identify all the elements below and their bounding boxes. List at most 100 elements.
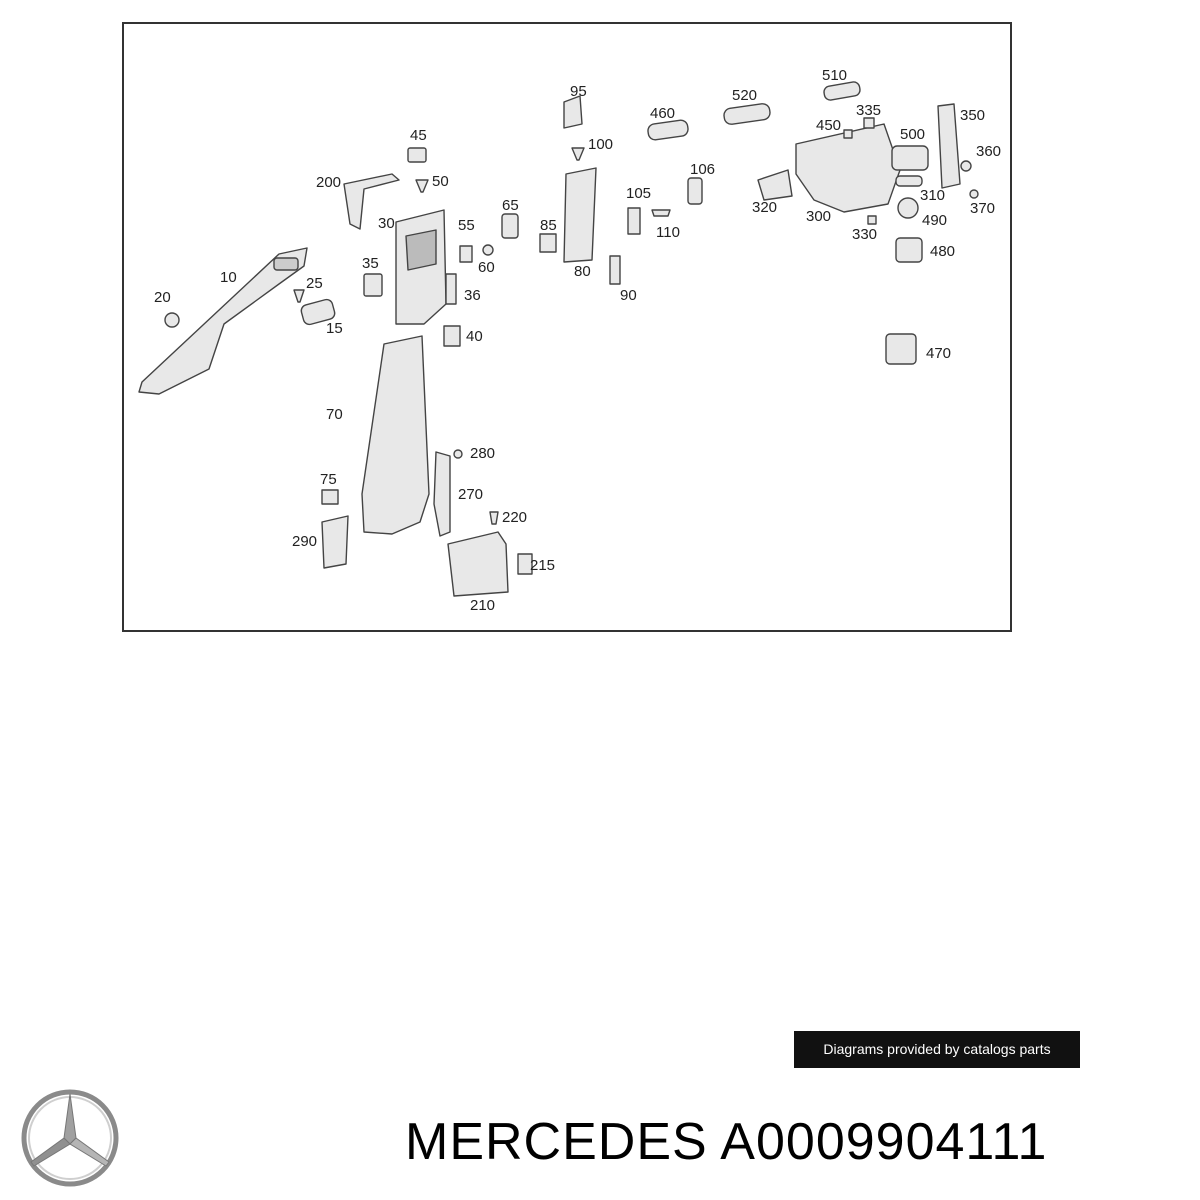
callout-15: 15 — [326, 320, 343, 337]
part-520-frame — [723, 103, 771, 125]
part-500-frame — [891, 145, 929, 171]
part-60-screw — [482, 244, 494, 256]
callout-460: 460 — [650, 105, 676, 122]
part-360-screw — [960, 160, 972, 172]
part-20-clip — [164, 312, 180, 328]
part-50-screw — [415, 179, 429, 193]
part-490-ring — [897, 197, 919, 219]
part-350-bracket — [937, 103, 961, 189]
callout-470: 470 — [926, 345, 952, 362]
part-95-bracket — [563, 95, 583, 129]
part-280-screw — [453, 449, 463, 459]
callout-500: 500 — [900, 126, 926, 143]
mercedes-star-icon — [21, 1089, 119, 1187]
callout-100: 100 — [588, 136, 614, 153]
part-200-trim — [343, 173, 400, 230]
callout-450: 450 — [816, 117, 842, 134]
callout-80: 80 — [574, 263, 591, 280]
callout-45: 45 — [410, 127, 427, 144]
brand-name: MERCEDES — [405, 1113, 708, 1171]
callout-95: 95 — [570, 83, 587, 100]
callout-280: 280 — [470, 445, 496, 462]
part-470-frame — [885, 333, 917, 365]
part-70-b-pillar-trim — [361, 335, 430, 535]
callout-10: 10 — [220, 269, 237, 286]
part-270-trim — [433, 451, 451, 537]
callout-50: 50 — [432, 173, 449, 190]
callout-60: 60 — [478, 259, 495, 276]
part-25-screw — [293, 289, 305, 303]
part-300-panel — [795, 123, 901, 213]
callout-350: 350 — [960, 107, 986, 124]
part-45-clip — [407, 147, 427, 163]
part-106-clip — [687, 177, 703, 205]
callout-35: 35 — [362, 255, 379, 272]
part-75-clip — [321, 489, 339, 505]
callout-490: 490 — [922, 212, 948, 229]
part-55-clip — [459, 245, 473, 263]
part-80-trim — [563, 167, 597, 263]
callout-65: 65 — [502, 197, 519, 214]
callout-85: 85 — [540, 217, 557, 234]
part-15-cover — [300, 298, 336, 326]
credit-badge: Diagrams provided by catalogs parts — [794, 1031, 1080, 1068]
part-310-cover — [895, 175, 923, 187]
callout-290: 290 — [292, 533, 318, 550]
part-10-slot — [273, 257, 299, 271]
part-85-clip — [539, 233, 557, 253]
part-510-frame — [823, 81, 861, 101]
parts-diagram: 95 510 520 460 335 350 450 500 100 360 4… — [122, 22, 1012, 632]
callout-40: 40 — [466, 328, 483, 345]
callout-200: 200 — [316, 174, 342, 191]
part-110-screw — [651, 209, 671, 217]
part-335-clip — [863, 117, 875, 129]
part-290-trim — [321, 515, 349, 569]
callout-480: 480 — [930, 243, 956, 260]
callout-370: 370 — [970, 200, 996, 217]
callout-20: 20 — [154, 289, 171, 306]
part-210-lower-trim — [447, 531, 509, 597]
part-30-window — [405, 229, 437, 271]
footer-title: MERCEDES A0009904111 — [405, 1112, 1047, 1172]
callout-36: 36 — [464, 287, 481, 304]
part-36-clip — [445, 273, 457, 305]
part-10-a-pillar-trim — [138, 247, 308, 395]
callout-25: 25 — [306, 275, 323, 292]
callout-330: 330 — [852, 226, 878, 243]
callout-75: 75 — [320, 471, 337, 488]
part-220-clip — [489, 511, 499, 525]
callout-310: 310 — [920, 187, 946, 204]
callout-105: 105 — [626, 185, 652, 202]
callout-70: 70 — [326, 406, 343, 423]
callout-335: 335 — [856, 102, 882, 119]
callout-520: 520 — [732, 87, 758, 104]
part-90-bracket — [609, 255, 621, 285]
part-370-screw — [969, 189, 979, 199]
part-105-clip — [627, 207, 641, 235]
part-100-screw — [571, 147, 585, 161]
parts-drawing — [138, 81, 979, 597]
part-330-clip — [867, 215, 877, 225]
callout-106: 106 — [690, 161, 716, 178]
callout-320: 320 — [752, 199, 778, 216]
callout-30: 30 — [378, 215, 395, 232]
callout-215: 215 — [530, 557, 556, 574]
callout-300: 300 — [806, 208, 832, 225]
part-215-clip — [517, 553, 533, 575]
callout-110: 110 — [656, 224, 680, 241]
part-40-bracket — [443, 325, 461, 347]
part-480-frame — [895, 237, 923, 263]
callout-90: 90 — [620, 287, 637, 304]
callout-510: 510 — [822, 67, 848, 84]
part-35-bracket — [363, 273, 383, 297]
callout-360: 360 — [976, 143, 1002, 160]
callout-270: 270 — [458, 486, 484, 503]
callout-220: 220 — [502, 509, 528, 526]
part-460-frame — [647, 119, 689, 141]
part-65-clip — [501, 213, 519, 239]
part-450-clip — [843, 129, 853, 139]
part-320-cover — [757, 169, 793, 201]
callout-55: 55 — [458, 217, 475, 234]
part-number: A0009904111 — [720, 1113, 1048, 1171]
callout-210: 210 — [470, 597, 496, 614]
